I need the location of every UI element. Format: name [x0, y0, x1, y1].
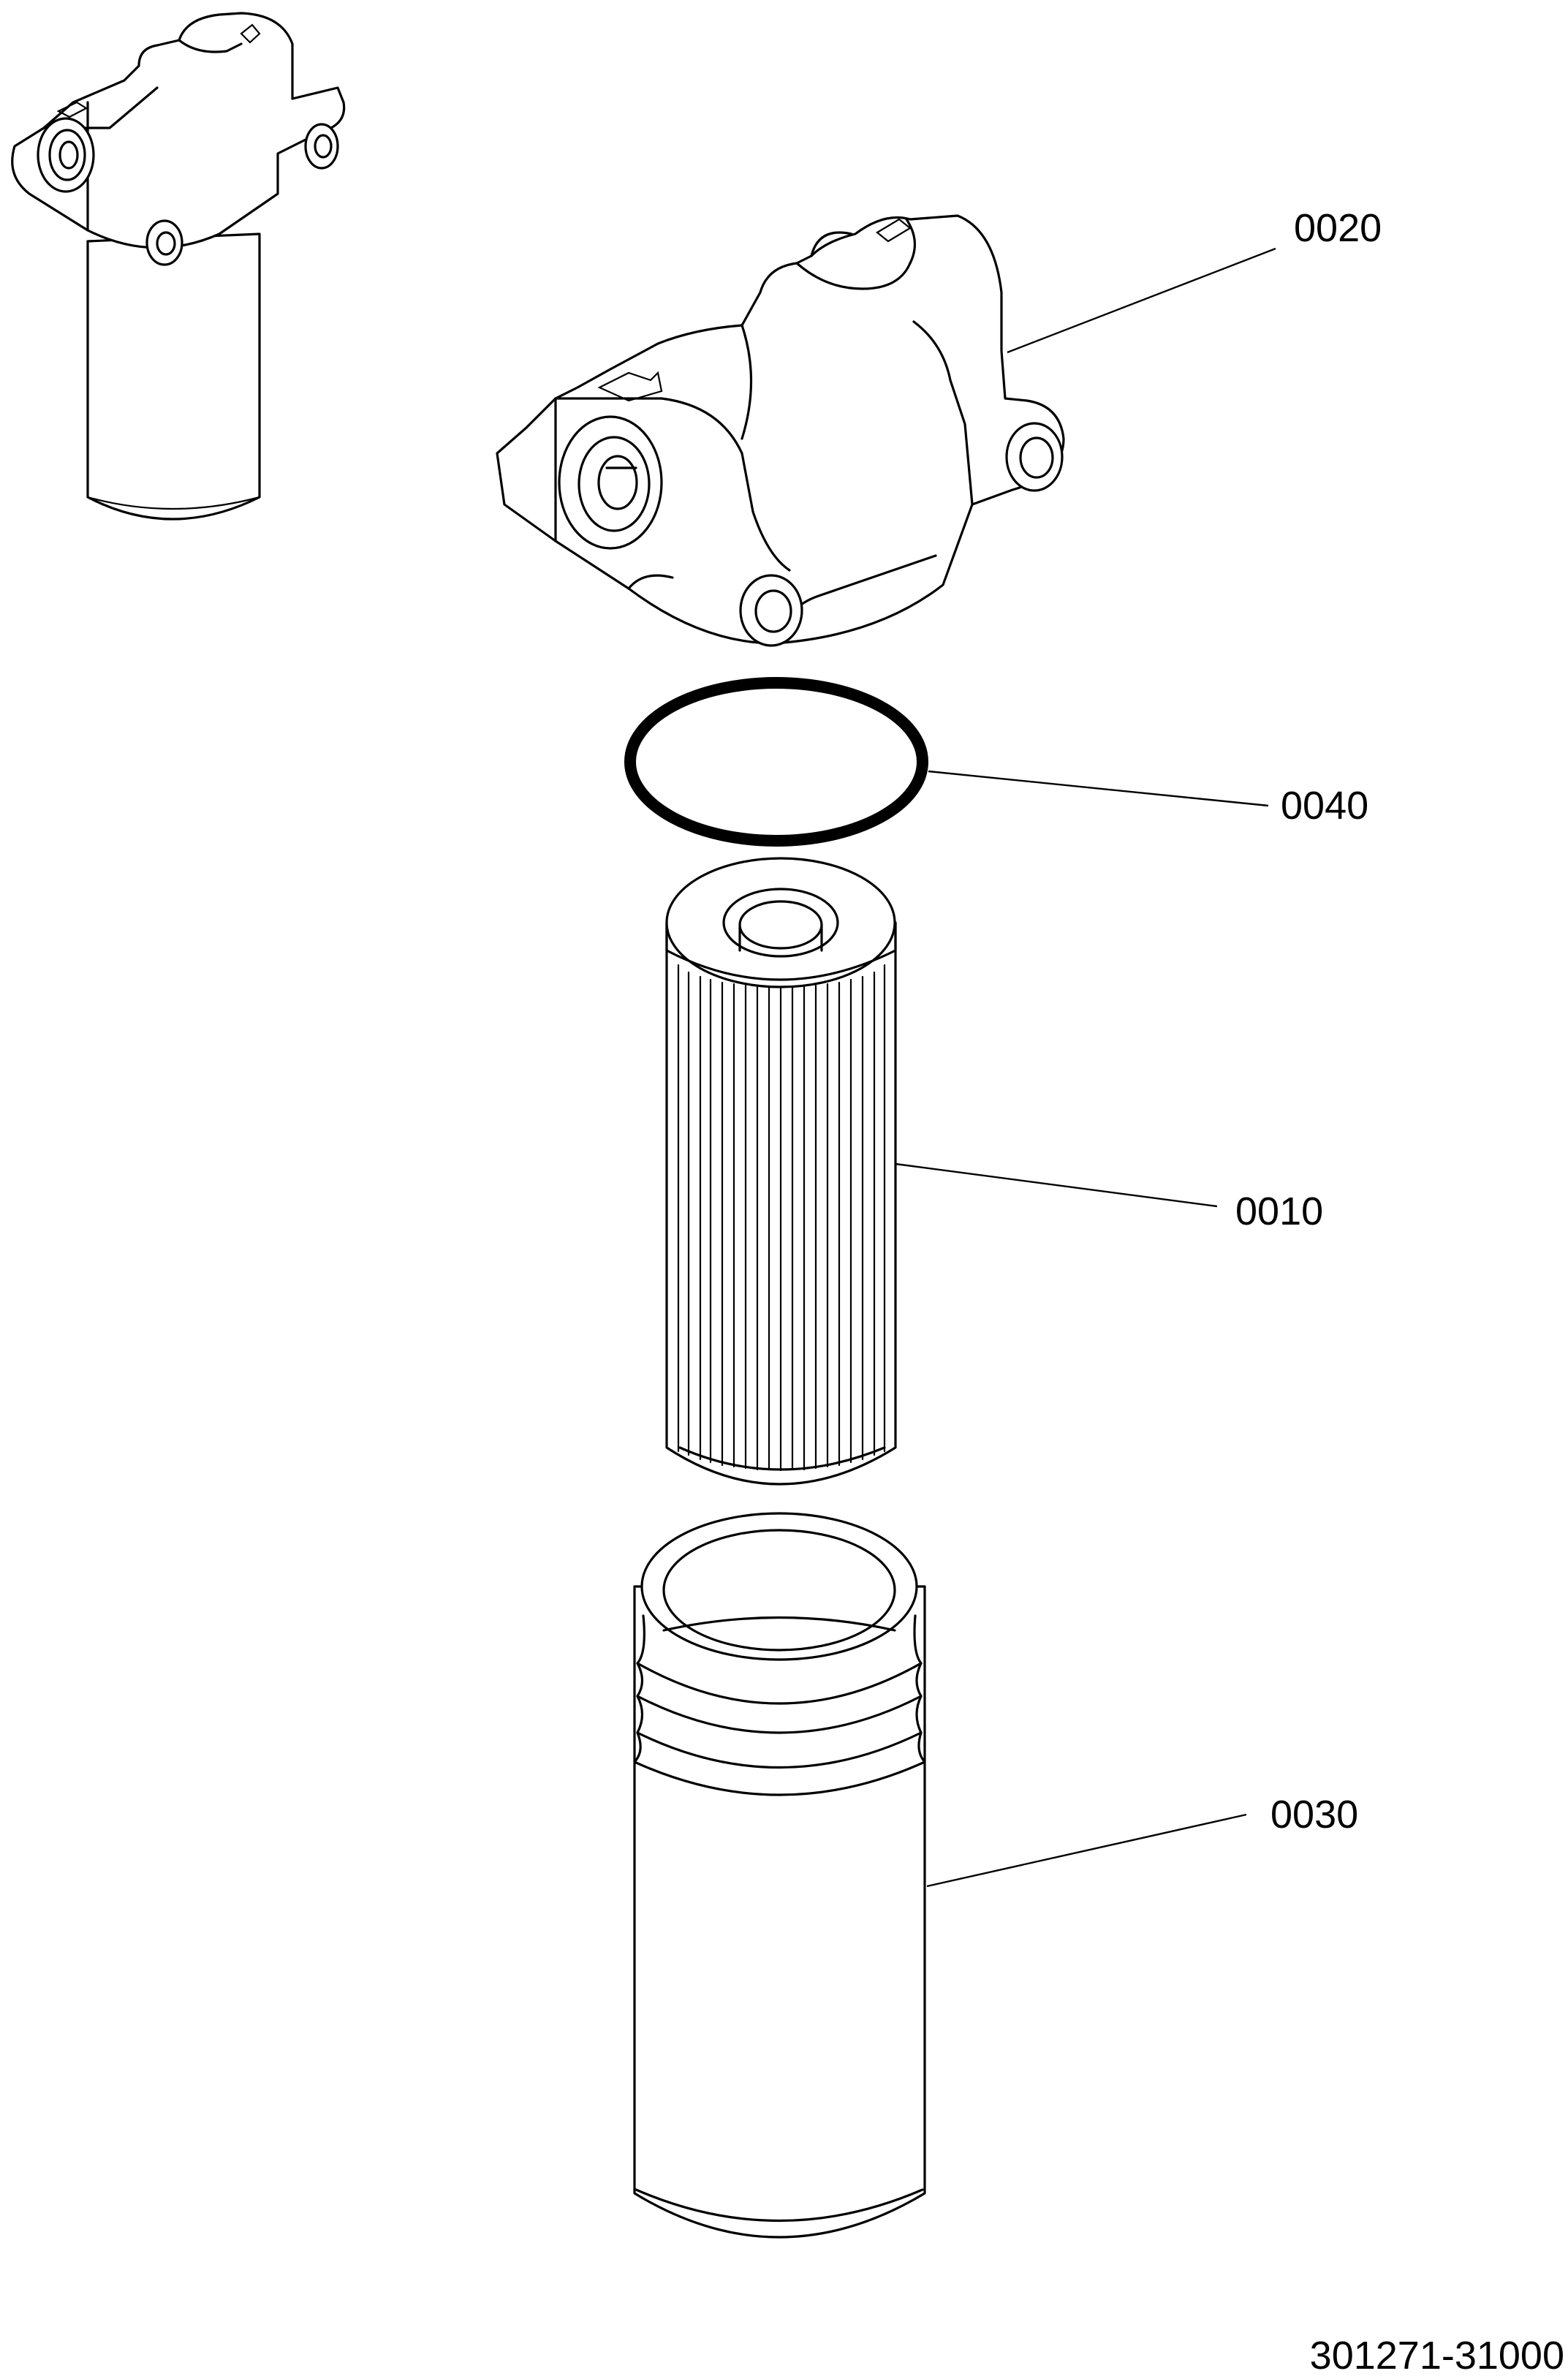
leader-line-0040: [928, 770, 1269, 807]
filter-element-part: [665, 857, 897, 1486]
callout-label-0010: 0010: [1235, 1190, 1323, 1233]
o-ring-part: [624, 677, 928, 847]
assembled-filter-illustration: [11, 12, 346, 521]
callout-label-0030: 0030: [1270, 1793, 1358, 1837]
filter-head-part: [496, 214, 1065, 647]
filter-bowl-part: [633, 1512, 926, 2239]
leader-line-0010: [895, 1162, 1218, 1208]
leader-line-0020: [1007, 247, 1276, 354]
drawing-number: 301271-31000: [1310, 2334, 1564, 2378]
callout-label-0020: 0020: [1294, 206, 1382, 250]
leader-line-0030: [926, 1813, 1247, 1888]
callout-label-0040: 0040: [1281, 784, 1368, 828]
